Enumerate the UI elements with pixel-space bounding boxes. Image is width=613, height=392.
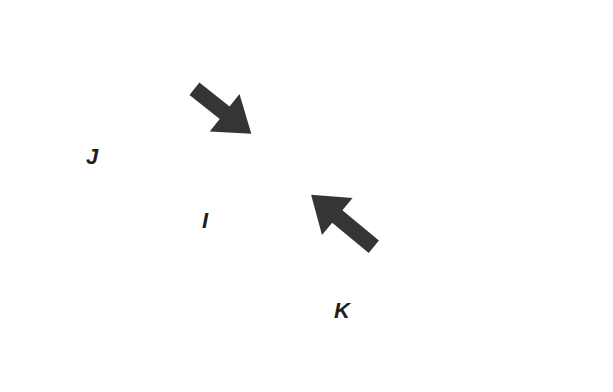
piece-letter: K xyxy=(334,300,350,322)
slab-face xyxy=(1,12,368,219)
slab-outline xyxy=(0,0,374,222)
piece-letter: I xyxy=(202,210,208,232)
slab-face xyxy=(3,5,370,212)
slab-face xyxy=(250,177,608,392)
slab-outline xyxy=(114,88,466,306)
slab-face xyxy=(116,99,460,305)
piece-letter: J xyxy=(86,146,98,168)
slab-piece: J xyxy=(0,0,374,222)
direction-arrow xyxy=(311,195,379,253)
slab-piece: K xyxy=(245,165,613,392)
slab-outline xyxy=(245,165,613,392)
direction-arrow xyxy=(190,83,252,134)
slab-face xyxy=(118,92,462,298)
slab-piece: I xyxy=(114,88,466,306)
slab-face xyxy=(252,170,610,385)
